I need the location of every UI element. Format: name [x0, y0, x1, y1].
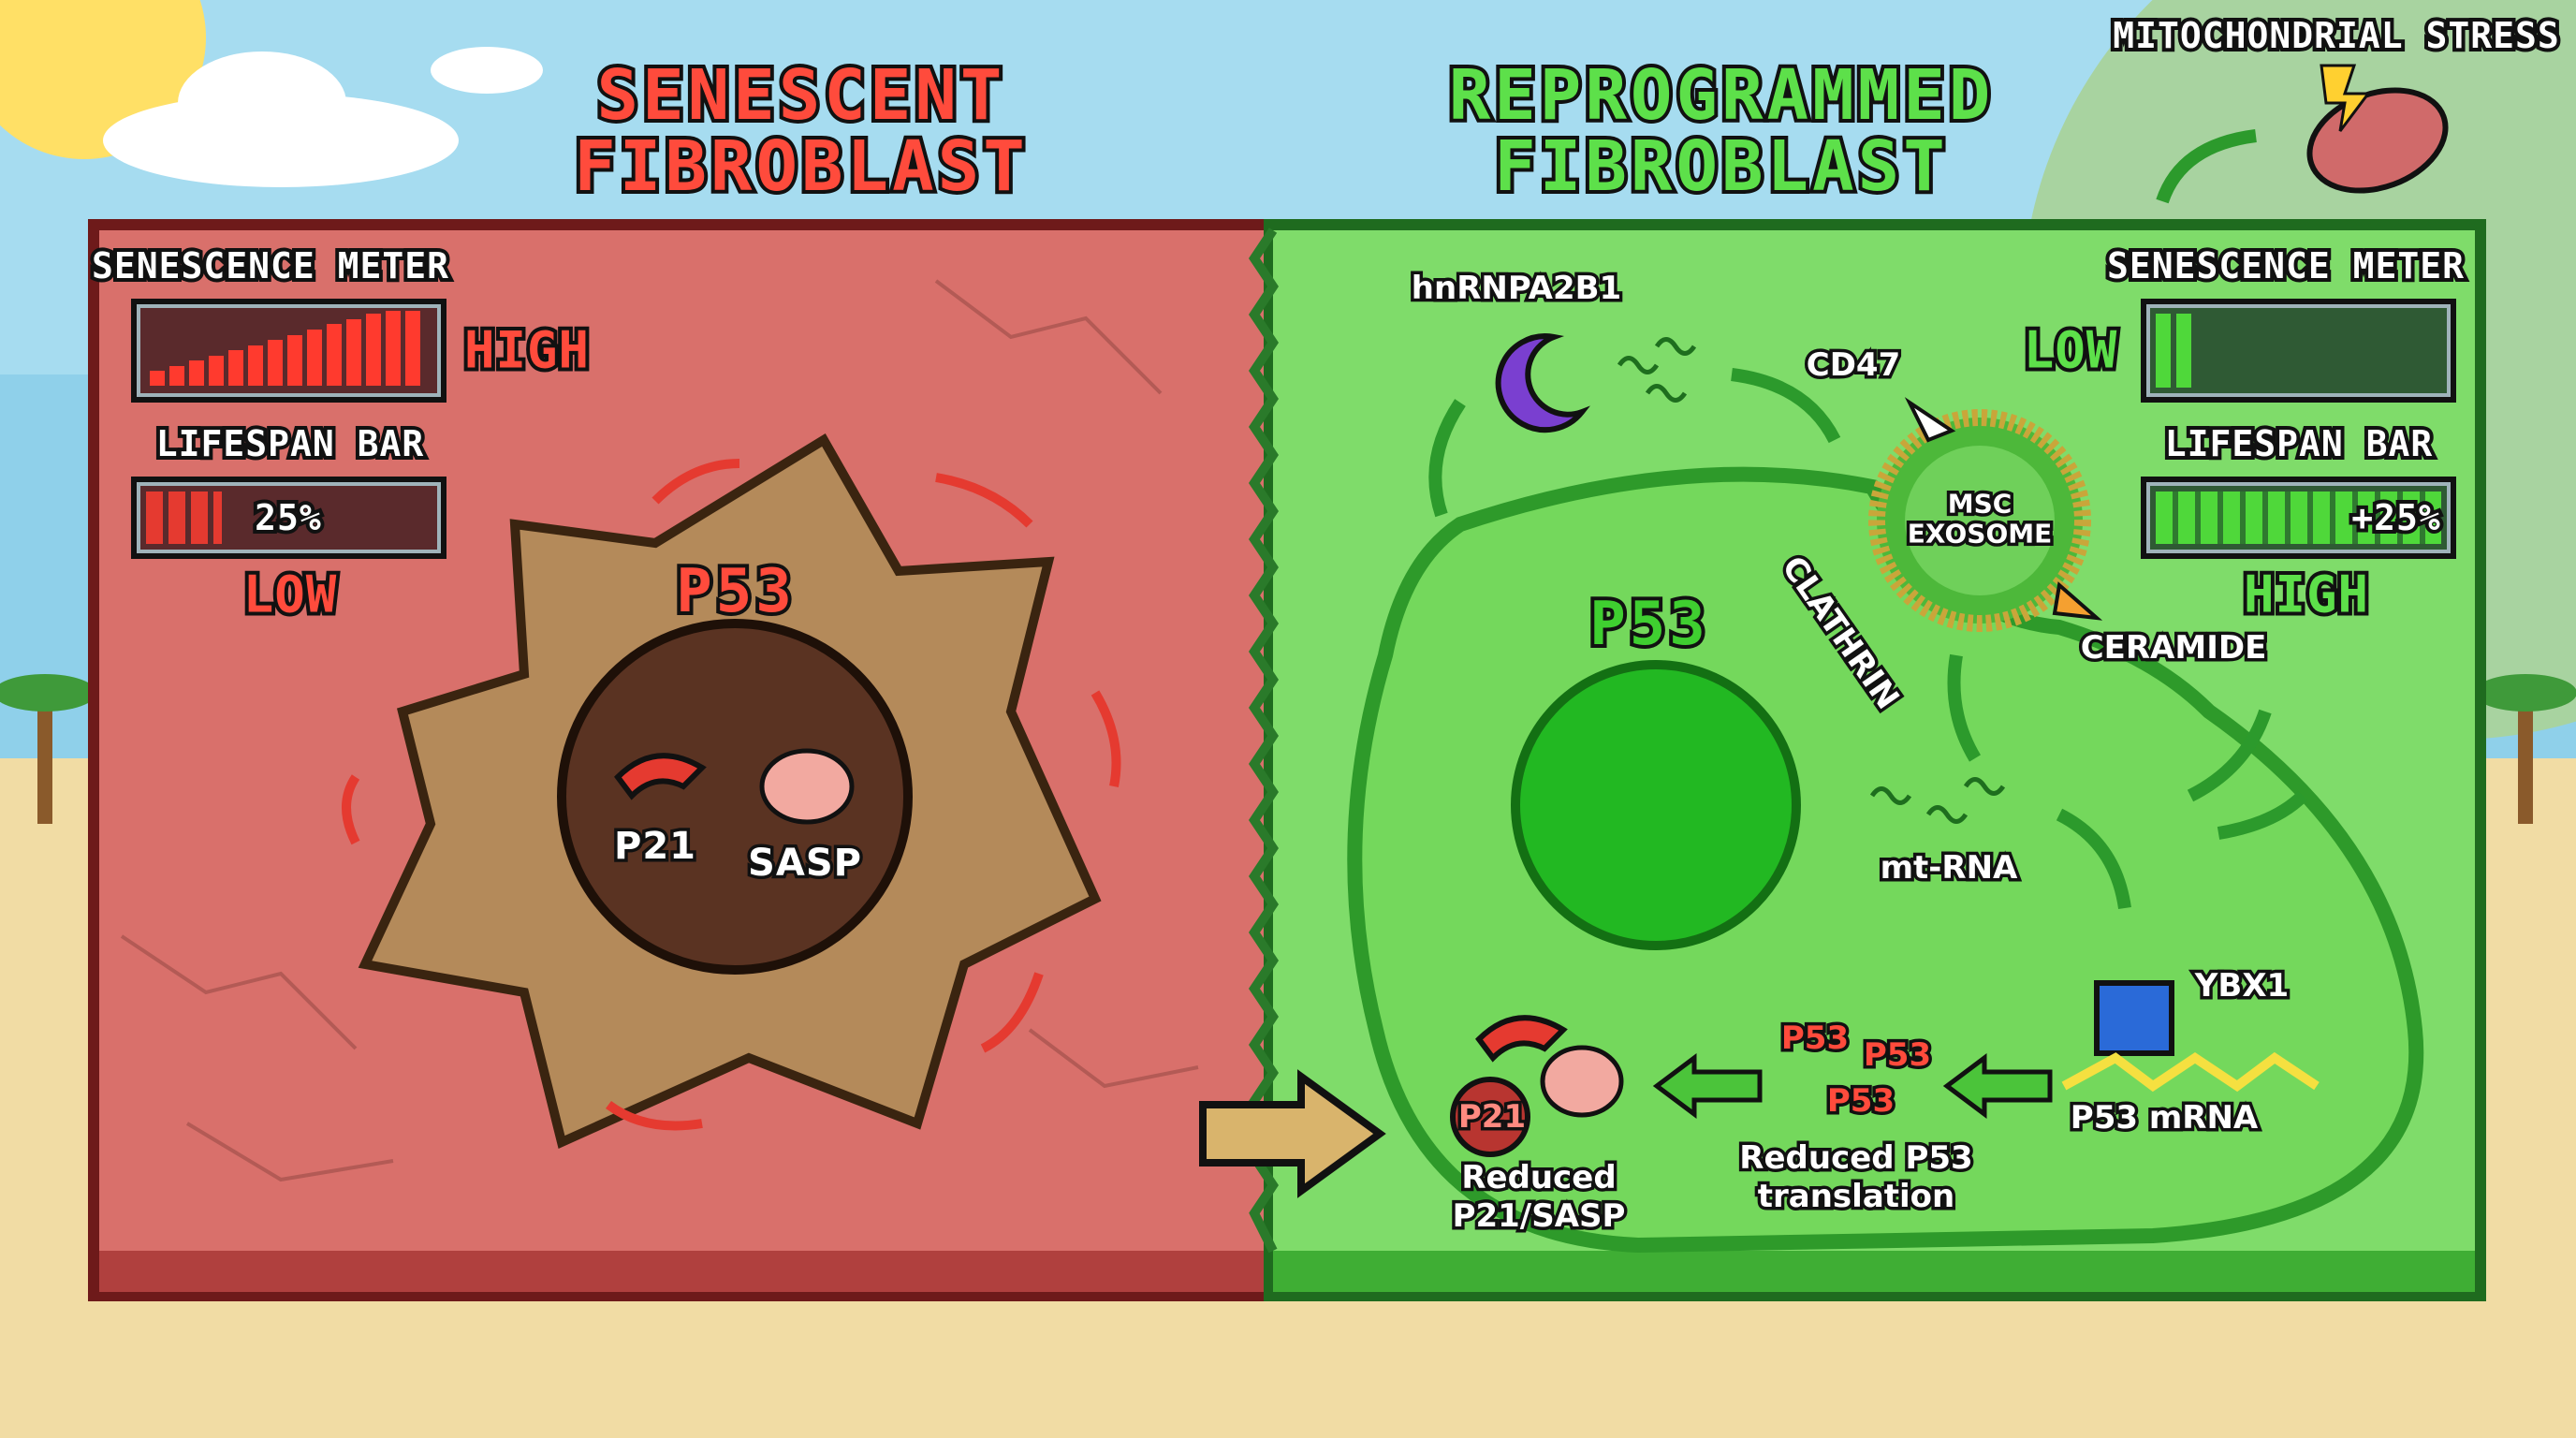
- right-lifespan-level: HIGH: [2240, 562, 2372, 628]
- mt-rna-strands: [1617, 337, 2006, 824]
- zigzag-divider: [1248, 227, 1280, 1254]
- lightning-icon: [2320, 64, 2371, 132]
- cloud-icon: [103, 47, 543, 187]
- palm-tree-icon: [2474, 674, 2576, 824]
- palm-tree-icon: [0, 674, 96, 824]
- right-senescence-fill: [2156, 314, 2192, 388]
- meter-segment: [327, 324, 342, 386]
- cracks: [120, 279, 1199, 1182]
- p21-protein-icon: [1475, 1015, 1568, 1063]
- right-senescence-meter-label: SENESCENCE METER: [2103, 242, 2467, 290]
- reprogrammed-nucleus: [1511, 660, 1801, 950]
- p21-bubble: [1450, 1077, 1530, 1157]
- p53-mrna-label: P53 mRNA: [2067, 1096, 2261, 1140]
- title-reprogrammed-line1: REPROGRAMMED: [1445, 51, 1995, 139]
- right-lifespan-bar-label: LIFESPAN BAR: [2161, 419, 2437, 468]
- meter-segment: [228, 350, 243, 386]
- reduced-translation-line1: Reduced P53: [1736, 1137, 1976, 1181]
- meter-segment: [189, 360, 204, 386]
- sasp-cluster-icon: [759, 748, 855, 825]
- title-reprogrammed-line2: FIBROBLAST: [1490, 123, 1949, 211]
- right-p21-label: P21: [1455, 1095, 1529, 1139]
- meter-segment: [248, 345, 263, 386]
- exosome-core: [1905, 446, 2055, 595]
- senescent-nucleus: [557, 619, 913, 975]
- sasp-cluster-icon: [1540, 1045, 1624, 1118]
- p53-mrna-strand: [2061, 1051, 2320, 1093]
- mitochondrial-stress-label: MITOCHONDRIAL STRESS: [2109, 11, 2563, 60]
- hnrnpa2b1-label: hnRNPA2B1: [1408, 267, 1624, 311]
- right-lifespan-fill: [2156, 492, 2441, 544]
- cd47-label: CD47: [1803, 344, 1903, 388]
- meter-segment: [150, 371, 165, 386]
- left-senescence-meter: [131, 299, 446, 403]
- reduced-translation-line2: translation: [1754, 1175, 1958, 1219]
- p53-protein-label: P53: [1778, 1017, 1852, 1061]
- transition-arrow-icon: [1199, 1069, 1386, 1198]
- left-lifespan-level: LOW: [240, 562, 341, 628]
- left-lifespan-fill: [146, 492, 223, 544]
- left-p21-label: P21: [611, 822, 699, 872]
- exosome-label-line1: MSC: [1944, 485, 2015, 522]
- meter-segment: [209, 355, 224, 386]
- meter-segment: [386, 311, 401, 386]
- exosome-label-line2: EXOSOME: [1904, 515, 2056, 552]
- left-arrow-icon: [1652, 1053, 1763, 1119]
- left-lifespan-bar: [131, 477, 446, 559]
- hnrnpa2b1-protein-icon: [1495, 333, 1590, 433]
- title-senescent-line1: SENESCENT: [593, 51, 1006, 139]
- right-lifespan-value: +25%: [2348, 493, 2443, 542]
- left-sasp-label: SASP: [745, 839, 865, 888]
- ybx1-label: YBX1: [2191, 964, 2291, 1008]
- ceramide-label: CERAMIDE: [2077, 626, 2270, 670]
- right-senescence-meter: [2141, 299, 2456, 403]
- meter-segment: [405, 311, 420, 386]
- ceramide-marker-icon: [2052, 581, 2103, 621]
- meter-segment: [307, 330, 322, 386]
- title-senescent-line2: FIBROBLAST: [570, 123, 1029, 211]
- rotation-arrows: [342, 459, 1121, 1131]
- reduced-p21-sasp-line2: P21/SASP: [1449, 1195, 1629, 1239]
- meter-segment: [287, 334, 302, 386]
- meter-segment: [268, 340, 283, 386]
- p53-protein-label: P53: [1860, 1034, 1934, 1078]
- pathway-arrows: [1428, 129, 2307, 910]
- left-arrow-icon: [1942, 1053, 2053, 1119]
- meter-segment: [366, 314, 381, 386]
- left-p53-label: P53: [672, 553, 796, 630]
- left-senescence-level: HIGH: [461, 317, 593, 384]
- p21-protein-icon: [614, 753, 707, 800]
- meter-segment: [346, 318, 361, 386]
- meter-segment: [169, 365, 184, 386]
- mt-rna-label: mt-RNA: [1877, 846, 2021, 890]
- senescent-panel-floor: [99, 1251, 1279, 1292]
- left-lifespan-value: 25%: [251, 493, 325, 542]
- right-lifespan-bar: [2141, 477, 2456, 559]
- right-senescence-level: LOW: [2020, 317, 2121, 384]
- reprogrammed-panel-floor: [1273, 1251, 2475, 1292]
- p53-protein-label: P53: [1823, 1079, 1897, 1123]
- ybx1-protein-icon: [2094, 980, 2174, 1056]
- left-senescence-meter-label: SENESCENCE METER: [88, 242, 452, 290]
- cd47-marker-icon: [1904, 397, 1956, 443]
- left-lifespan-bar-label: LIFESPAN BAR: [153, 419, 428, 468]
- reduced-p21-sasp-line1: Reduced: [1458, 1156, 1619, 1200]
- right-p53-label: P53: [1586, 586, 1709, 663]
